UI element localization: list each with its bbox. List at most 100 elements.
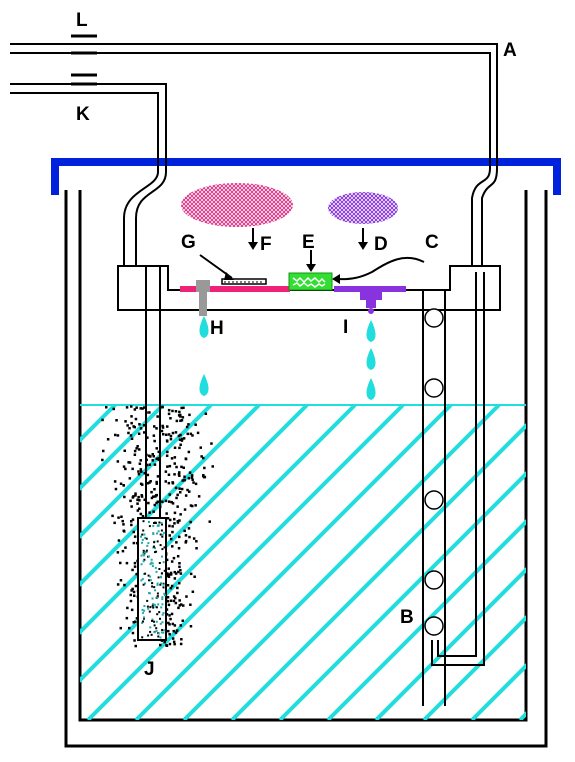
block-speckle [160,522,163,525]
block-speckle [142,560,145,563]
particle [168,464,172,468]
particle [172,599,176,603]
water-hatch-line [86,405,405,720]
water-hatch-line [0,405,19,720]
particle [169,518,172,522]
block-speckle [161,621,164,624]
particle [162,433,165,436]
particle [133,594,136,597]
block-speckle [161,603,164,606]
block-speckle [152,524,155,527]
particle [178,581,181,585]
block-speckle [147,542,150,545]
particle [135,447,138,450]
particle [165,433,168,436]
particle [148,463,151,466]
particle [176,591,179,595]
particle [176,493,179,497]
particle [165,439,169,442]
block-speckle [148,525,151,528]
particle [185,425,189,429]
particle [131,631,135,635]
block-speckle [145,549,148,552]
block-speckle [149,563,152,566]
particle [188,471,192,474]
block-speckle [159,636,162,639]
particle [153,439,156,443]
particle [172,629,175,633]
block-speckle [158,568,161,570]
block-speckle [150,561,153,564]
particle [177,570,180,574]
particle [173,522,176,525]
particle [132,495,135,498]
label-g: G [181,232,196,253]
block-speckle [163,629,166,632]
particle [176,555,180,558]
particle [185,595,188,598]
strip-g [221,278,267,285]
particle [119,579,123,582]
particle [177,434,181,438]
block-speckle [155,629,158,632]
block-speckle [146,544,149,547]
block-speckle [144,550,147,553]
particle [183,475,186,478]
particle [148,481,151,484]
block-speckle [141,608,144,611]
block-speckle [154,605,157,608]
particle [137,432,141,435]
block-speckle [147,574,150,577]
block-speckle [161,535,164,538]
particle [178,474,181,477]
label-d: D [374,234,388,255]
particle [145,411,148,414]
block-speckle [154,521,157,524]
block-speckle [163,594,166,597]
block-speckle [153,541,156,544]
particle [188,490,191,493]
block-speckle [156,596,159,599]
block-speckle [141,636,144,639]
particle [179,433,182,437]
block-speckle [161,555,163,558]
block-speckle [153,586,156,589]
particle [187,423,190,426]
particle [181,619,184,622]
particle [136,498,139,502]
particle [177,547,181,550]
purple-plate [334,286,406,292]
block-speckle [151,619,153,622]
water-hatch-line [326,519,526,720]
particle [178,519,181,522]
block-speckle [153,603,156,606]
block-speckle [161,598,164,601]
particle [164,480,167,483]
particle [153,425,156,428]
label-f: F [260,234,272,255]
block-speckle [160,572,163,575]
particle [168,534,171,537]
block-speckle [148,610,151,613]
particle [157,458,161,462]
particle [130,608,134,612]
particle [149,480,152,483]
particle [152,434,156,437]
particle [122,529,125,532]
block-speckle [157,576,160,579]
particle [106,438,110,441]
particle [182,437,186,440]
label-e: E [302,232,315,253]
particle [137,495,140,499]
particle [113,521,116,525]
particle [126,424,129,427]
purple-nozzle [360,290,382,314]
particle [178,535,181,539]
particle [131,518,135,521]
particle [171,502,175,505]
particle [165,644,169,647]
particle [161,500,164,503]
particle [169,599,173,602]
particle [171,637,175,640]
gas-bubble [424,308,444,328]
